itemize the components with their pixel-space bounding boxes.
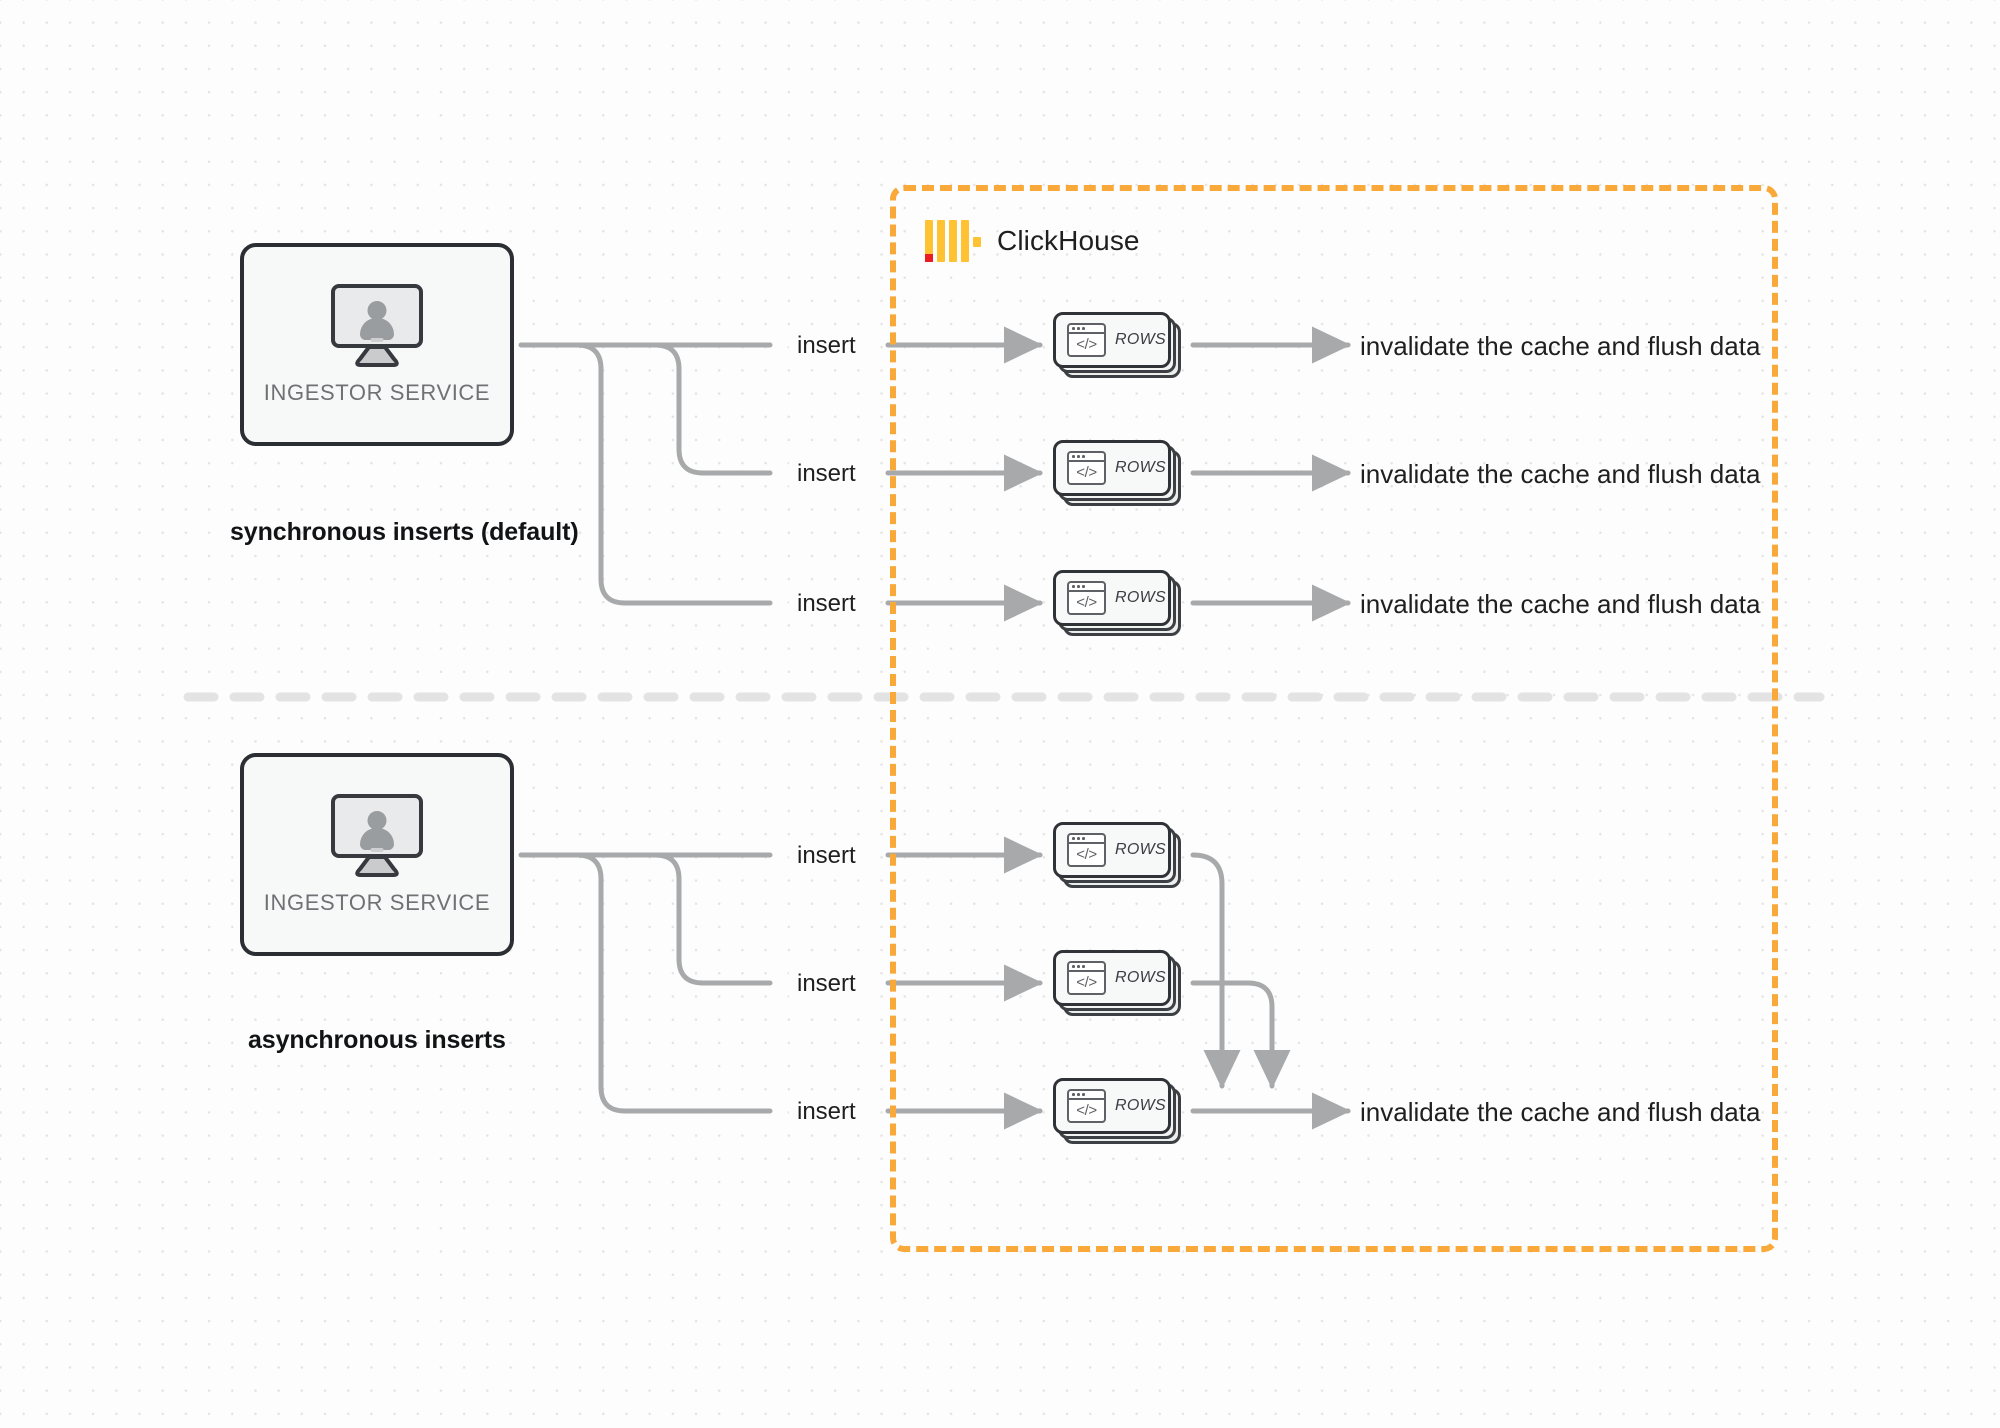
code-window-icon: </>: [1067, 451, 1106, 485]
insert-label-async-2: insert: [789, 970, 864, 998]
rows-node-label: ROWS: [1115, 841, 1166, 858]
ingestor-service-label-sync: INGESTOR SERVICE: [263, 379, 491, 405]
rows-node-async-3[interactable]: </> ROWS: [1053, 1078, 1181, 1144]
flush-label-sync-1: invalidate the cache and flush data: [1360, 331, 1761, 361]
flush-label-sync-3: invalidate the cache and flush data: [1360, 589, 1761, 619]
ingestor-service-async[interactable]: INGESTOR SERVICE: [240, 753, 514, 956]
rows-node-label: ROWS: [1115, 969, 1166, 986]
code-window-icon: </>: [1067, 833, 1106, 867]
clickhouse-logo-icon: [925, 220, 981, 262]
code-window-icon: </>: [1067, 581, 1106, 615]
section-label-asynchronous: asynchronous inserts: [248, 1026, 506, 1054]
ingestor-service-sync[interactable]: INGESTOR SERVICE: [240, 243, 514, 446]
rows-node-sync-3[interactable]: </> ROWS: [1053, 570, 1181, 636]
code-window-icon: </>: [1067, 323, 1106, 357]
rows-node-label: ROWS: [1115, 1097, 1166, 1114]
rows-node-label: ROWS: [1115, 459, 1166, 476]
monitor-stand-icon: [355, 855, 399, 877]
flush-label-async-merged: invalidate the cache and flush data: [1360, 1097, 1761, 1127]
insert-label-sync-1: insert: [789, 332, 864, 360]
insert-label-async-3: insert: [789, 1098, 864, 1126]
section-label-synchronous: synchronous inserts (default): [230, 518, 579, 546]
rows-node-sync-2[interactable]: </> ROWS: [1053, 440, 1181, 506]
monitor-user-icon: [331, 793, 423, 877]
clickhouse-title: ClickHouse: [997, 225, 1140, 256]
rows-node-label: ROWS: [1115, 331, 1166, 348]
ingestor-service-label-async: INGESTOR SERVICE: [263, 889, 491, 915]
monitor-user-icon: [331, 283, 423, 367]
rows-node-label: ROWS: [1115, 589, 1166, 606]
flush-label-sync-2: invalidate the cache and flush data: [1360, 459, 1761, 489]
rows-node-async-1[interactable]: </> ROWS: [1053, 822, 1181, 888]
clickhouse-logo-row: ClickHouse: [925, 220, 1140, 262]
code-window-icon: </>: [1067, 1089, 1106, 1123]
async-branch-row2: [652, 852, 773, 986]
rows-node-async-2[interactable]: </> ROWS: [1053, 950, 1181, 1016]
code-window-icon: </>: [1067, 961, 1106, 995]
insert-label-sync-3: insert: [789, 590, 864, 618]
rows-node-sync-1[interactable]: </> ROWS: [1053, 312, 1181, 378]
sync-branch-row3: [574, 342, 773, 606]
async-branch-row3: [574, 852, 773, 1114]
monitor-stand-icon: [355, 345, 399, 367]
insert-label-async-1: insert: [789, 842, 864, 870]
insert-label-sync-2: insert: [789, 460, 864, 488]
clickhouse-boundary: [890, 185, 1778, 1252]
sync-branch-row2: [652, 342, 773, 476]
